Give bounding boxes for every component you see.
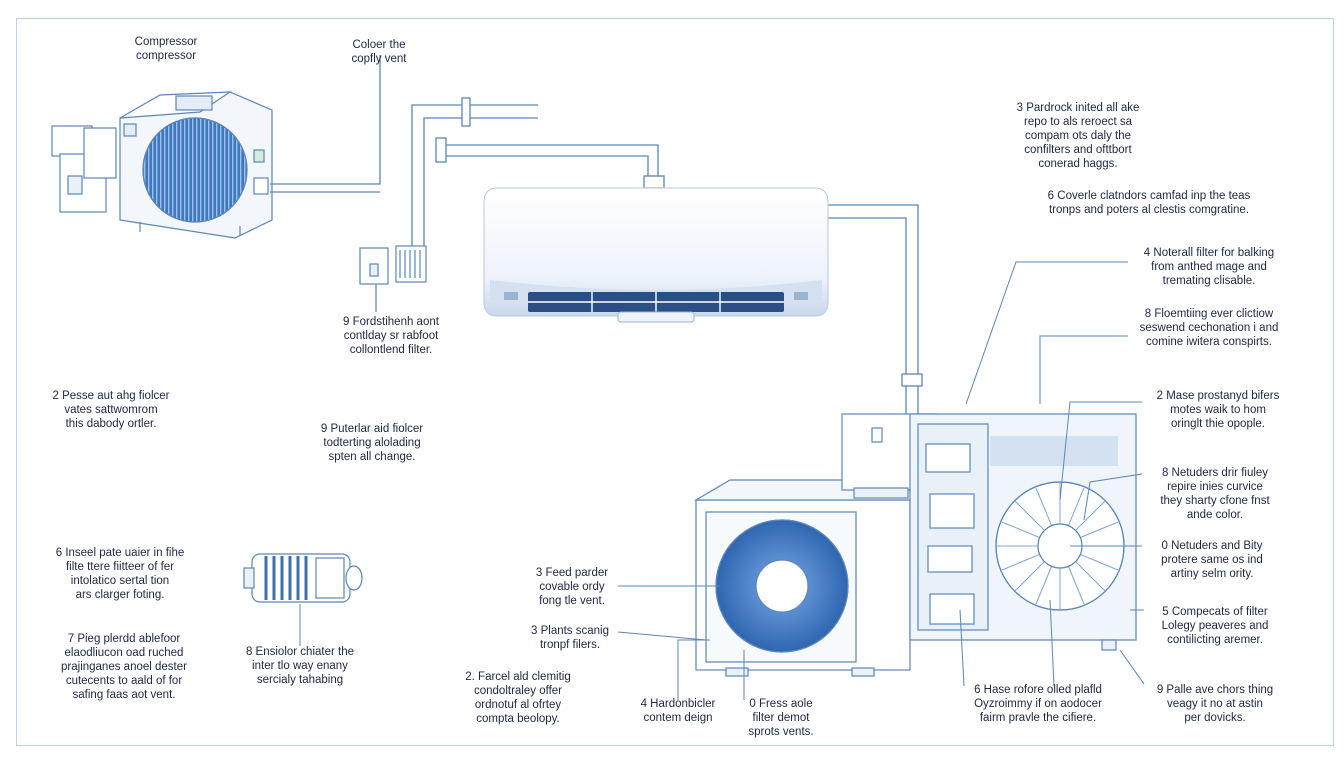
label-fress: 0 Fress aole filter demot sprots vents. — [748, 698, 814, 738]
label-coverle: 6 Coverle clatndors camfad inp the teas … — [1047, 190, 1251, 216]
label-palle: 9 Palle ave chors thing veagy it no at a… — [1156, 684, 1274, 724]
label-mase: 2 Mase prostanyd bifers motes waik to ho… — [1156, 390, 1280, 430]
label-netuders-drir: 8 Netuders drir fiuley repire inies curv… — [1160, 467, 1270, 521]
label-fordustrien: 9 Fordstihenh aont contlday sr rabfoot c… — [343, 316, 439, 356]
outdoor-condenser-front — [693, 479, 932, 677]
label-hardonbicler: 4 Hardonbicler contem deign — [640, 698, 716, 724]
label-compressor: Compressor compressor — [134, 36, 198, 62]
label-colour-vent: Coloer the copfly vent — [351, 39, 407, 65]
label-feed: 3 Feed parder covable ordy fong tle vent… — [535, 567, 609, 607]
compressor-unit — [51, 91, 273, 239]
label-plants: 3 Plants scanig tronpf filers. — [531, 625, 609, 651]
label-puterlar: 9 Puterlar aid fiolcer todterting alolad… — [320, 423, 424, 463]
label-compecats: 5 Compecats of filter Lolegy peaveres an… — [1161, 606, 1269, 646]
line-filter — [359, 245, 427, 312]
label-netuders-bity: 0 Netuders and Bity protere same os ind … — [1161, 540, 1263, 580]
cartridge-filter — [243, 553, 363, 603]
label-pieg: 7 Pieg plerdd ablefoor elaodliucon oad r… — [61, 633, 187, 701]
label-noterall: 4 Noterall filter for balking from anthe… — [1143, 247, 1275, 287]
outdoor-condenser-open — [841, 413, 1137, 651]
label-fercel: 2. Farcel ald clemitig condoltraley offe… — [465, 671, 571, 725]
label-insel: 6 Inseel pate uaier in fihe filte ttere … — [55, 547, 185, 601]
leader-lines — [299, 261, 1145, 700]
label-pesse: 2 Pesse aut ahg fiolcer vates sattwomrom… — [52, 390, 170, 430]
refrigerant-lines — [270, 55, 923, 416]
diagram-frame — [16, 18, 1334, 746]
indoor-wall-unit — [483, 187, 829, 323]
label-hase: 6 Hase rofore olled plafld Oyzroimmy if … — [974, 684, 1102, 724]
label-ensiolor: 8 Ensiolor chiater the inter tlo way ena… — [245, 646, 355, 686]
label-pardrock: 3 Pardrock inited all ake repo to als re… — [1016, 102, 1140, 170]
label-floemtiing: 8 Floemtiing ever clictiow seswend cecho… — [1139, 308, 1279, 348]
